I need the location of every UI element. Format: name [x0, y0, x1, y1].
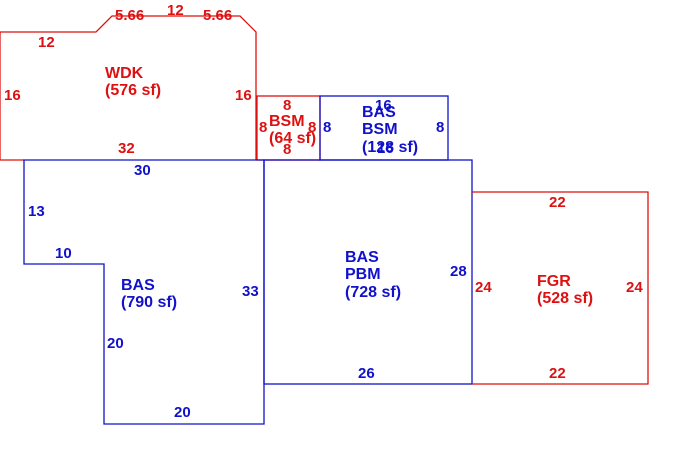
wdk-outline	[0, 15, 257, 160]
fgr-dim-right: 24	[626, 279, 643, 296]
wdk-dim-chamfer-left: 5.66	[115, 7, 144, 24]
bas-bsm-area: (128 sf)	[362, 139, 418, 156]
bas-bsm-dim-top: 16	[375, 97, 392, 114]
bas-main-dim-bottom: 20	[174, 404, 191, 421]
wdk-dim-chamfer-right: 5.66	[203, 7, 232, 24]
bas-main-dim-top: 30	[134, 162, 151, 179]
bas-pbm-name-line2: PBM	[345, 266, 381, 283]
fgr-outline	[472, 191, 649, 385]
bas-main-name: BAS	[121, 277, 155, 294]
bas-main-dim-left: 13	[28, 203, 45, 220]
wdk-area: (576 sf)	[105, 82, 161, 99]
bas-pbm-dim-right: 28	[450, 263, 467, 280]
fgr-dim-top: 22	[549, 194, 566, 211]
bsm-small-area: (64 sf)	[269, 130, 316, 147]
fgr-dim-left: 24	[475, 279, 492, 296]
wdk-name: WDK	[105, 65, 144, 82]
bsm-small-name: BSM	[269, 113, 305, 130]
bas-bsm-name-line1: BAS	[362, 104, 396, 121]
bas-main-dim-inner-left: 20	[107, 335, 124, 352]
bas-main-dim-notch: 10	[55, 245, 72, 262]
fgr-name: FGR	[537, 273, 571, 290]
bas-main-area: (790 sf)	[121, 294, 177, 311]
bas-bsm-dim-bottom: 16	[377, 140, 394, 157]
bas-main-dim-right: 33	[242, 283, 259, 300]
bsm-small-dim-bottom: 8	[283, 141, 291, 158]
fgr-area: (528 sf)	[537, 290, 593, 307]
bas-bsm-name-line2: BSM	[362, 121, 398, 138]
bas-bsm-dim-left: 8	[323, 119, 331, 136]
wdk-dim-left: 16	[4, 87, 21, 104]
wdk-dim-bottom: 32	[118, 140, 135, 157]
fgr-dim-bottom: 22	[549, 365, 566, 382]
bas-pbm-name-line1: BAS	[345, 249, 379, 266]
wdk-dim-right: 16	[235, 87, 252, 104]
bas-pbm-area: (728 sf)	[345, 284, 401, 301]
bas-pbm-outline	[263, 159, 473, 385]
wdk-section	[0, 15, 257, 161]
bsm-small-dim-right: 8	[308, 119, 316, 136]
wdk-dim-top: 12	[167, 2, 184, 19]
bas-bsm-dim-right: 8	[436, 119, 444, 136]
bsm-small-dim-top: 8	[283, 97, 291, 114]
wdk-dim-top-left: 12	[38, 34, 55, 51]
bas-pbm-dim-bottom: 26	[358, 365, 375, 382]
bsm-small-dim-left: 8	[259, 119, 267, 136]
